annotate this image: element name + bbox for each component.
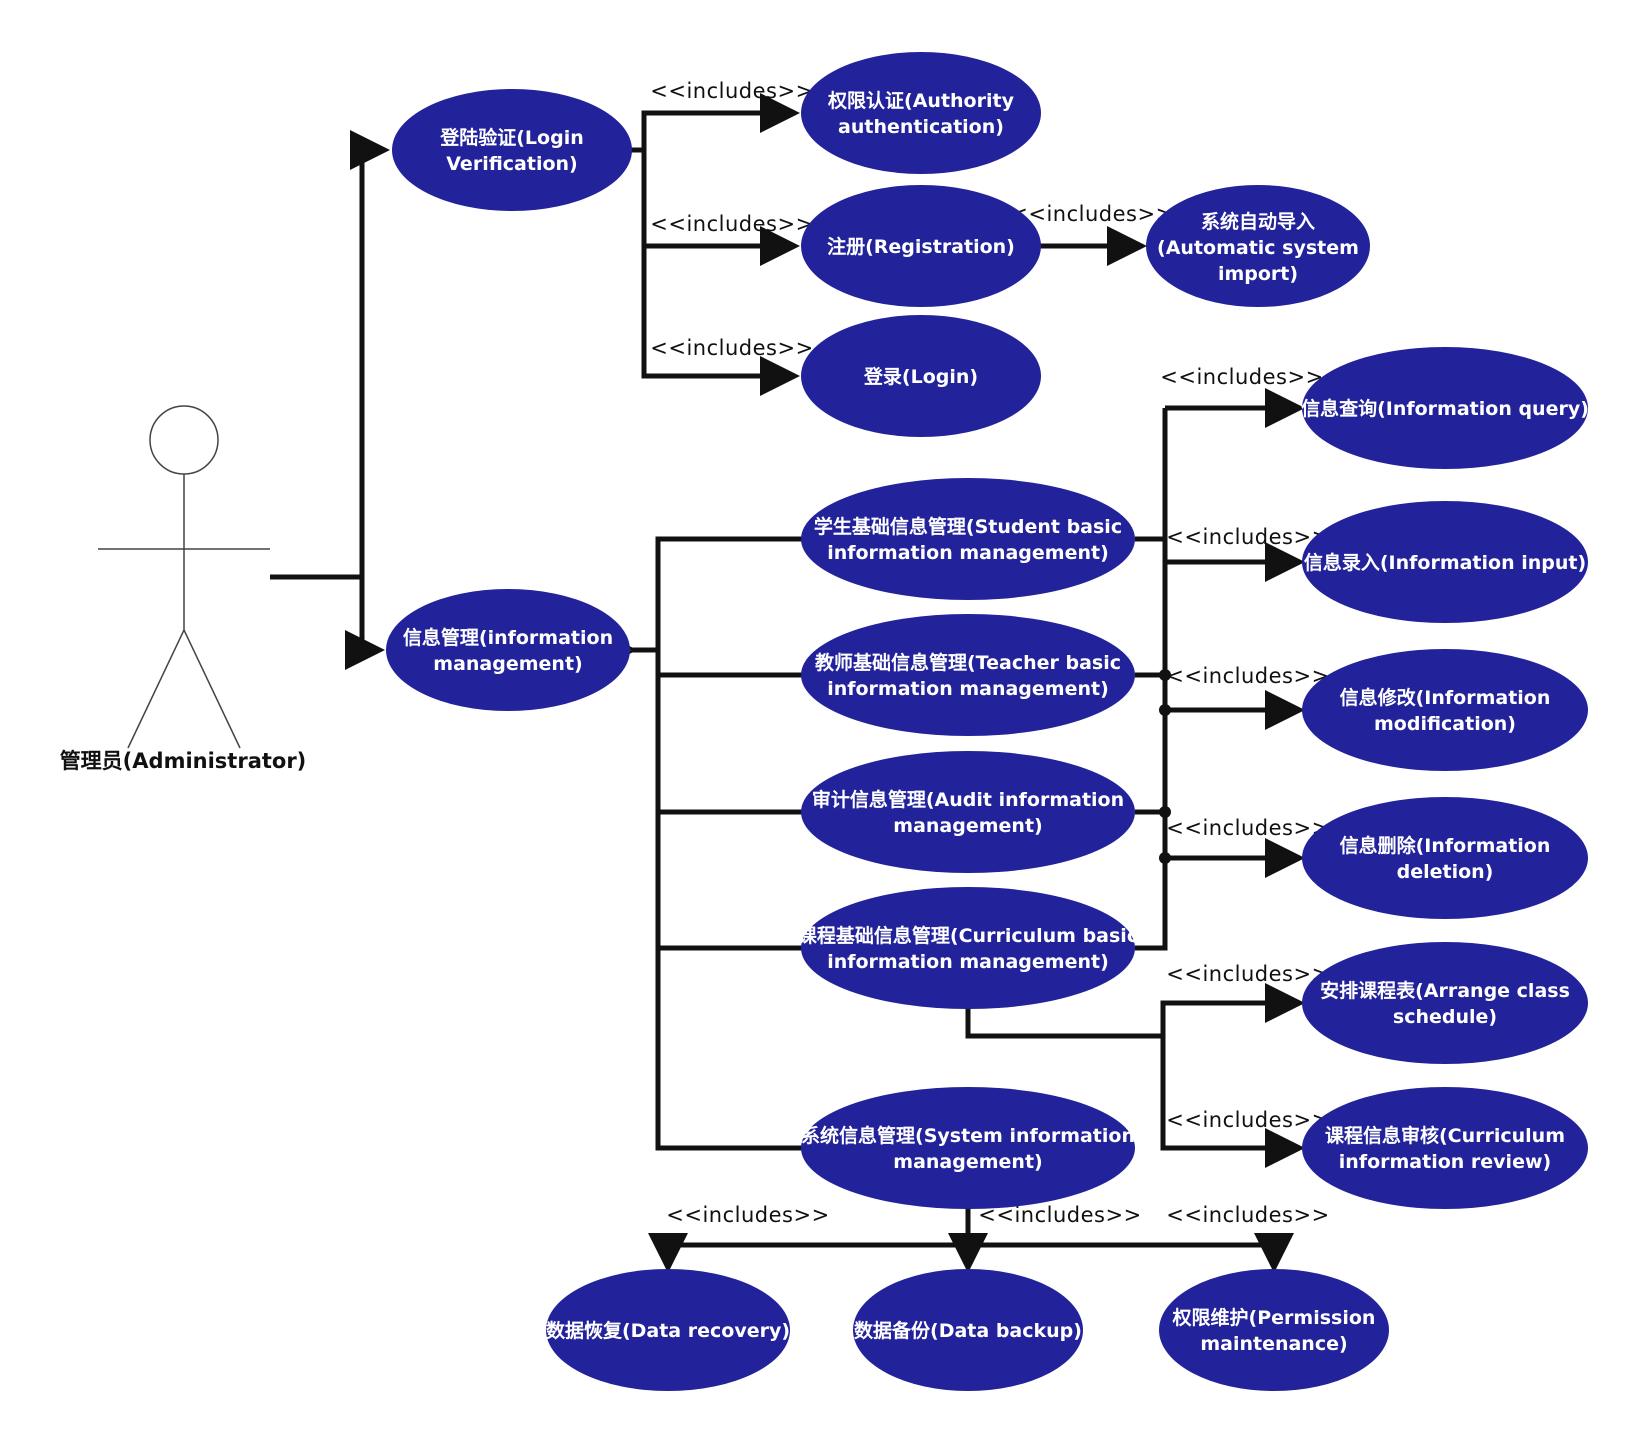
uc-information-management[interactable]: 信息管理(information management) <box>386 589 630 711</box>
includes-labels: <<includes>> <<includes>> <<includes>> <… <box>650 79 1329 1227</box>
uc-label-line: 信息管理(information <box>403 626 613 649</box>
uc-label-line: 安排课程表(Arrange class <box>1320 979 1570 1002</box>
uc-teacher-basic[interactable]: 教师基础信息管理(Teacher basic information manag… <box>801 614 1135 736</box>
connectors <box>270 93 1305 1273</box>
uc-label-line: 教师基础信息管理(Teacher basic <box>815 651 1121 674</box>
uc-label-line: 课程信息审核(Curriculum <box>1325 1124 1565 1147</box>
junction-dot <box>1159 704 1171 716</box>
includes-label: <<includes>> <box>650 79 813 103</box>
uc-label-line: deletion) <box>1397 861 1494 883</box>
uc-label-line: 数据恢复(Data recovery) <box>546 1319 790 1342</box>
actor-label: 管理员(Administrator) <box>60 749 307 773</box>
includes-label: <<includes>> <box>1166 816 1329 840</box>
uc-login-verification[interactable]: 登陆验证(Login Verification) <box>392 89 632 211</box>
includes-label: <<includes>> <box>650 336 813 360</box>
uc-curriculum-review[interactable]: 课程信息审核(Curriculum information review) <box>1302 1087 1588 1209</box>
use-cases: 登陆验证(Login Verification) 权限认证(Authority … <box>386 52 1589 1391</box>
uc-label-line: information management) <box>827 951 1109 973</box>
edge-authority <box>630 93 800 153</box>
includes-label: <<includes>> <box>1166 664 1329 688</box>
uc-label-line: management) <box>893 815 1042 837</box>
uc-info-query[interactable]: 信息查询(Information query) <box>1301 347 1589 469</box>
edge-student-system-bus <box>655 536 805 1151</box>
uc-label-line: 权限认证(Authority <box>827 89 1015 112</box>
edge-login <box>641 246 800 396</box>
edge-actor-information-management <box>345 577 385 670</box>
uc-student-basic[interactable]: 学生基础信息管理(Student basic information manag… <box>801 478 1135 600</box>
includes-label: <<includes>> <box>1166 525 1329 549</box>
includes-label: <<includes>> <box>666 1203 829 1227</box>
uc-arrange-schedule[interactable]: 安排课程表(Arrange class schedule) <box>1302 942 1588 1064</box>
uc-label-line: 审计信息管理(Audit information <box>812 788 1124 811</box>
uc-label-line: modification) <box>1374 713 1516 735</box>
edge-arrange-schedule <box>965 983 1305 1039</box>
uc-label-line: 信息查询(Information query) <box>1301 397 1589 420</box>
uc-info-modification[interactable]: 信息修改(Information modification) <box>1302 649 1588 771</box>
uc-data-recovery[interactable]: 数据恢复(Data recovery) <box>546 1269 790 1391</box>
uc-label-line: 课程基础信息管理(Curriculum basic <box>798 924 1138 947</box>
uc-permission-maintenance[interactable]: 权限维护(Permission maintenance) <box>1159 1269 1389 1391</box>
uc-label-line: 数据备份(Data backup) <box>854 1319 1082 1342</box>
uc-label-line: information management) <box>827 542 1109 564</box>
edge-actor-login-verification <box>270 130 390 580</box>
uc-label-line: 注册(Registration) <box>827 235 1015 258</box>
includes-label: <<includes>> <box>650 212 813 236</box>
uc-label-line: 系统信息管理(System information <box>801 1124 1135 1147</box>
uc-label-line: 登陆验证(Login <box>439 126 583 149</box>
uc-system-info[interactable]: 系统信息管理(System information management) <box>801 1087 1135 1209</box>
includes-label: <<includes>> <box>1166 962 1329 986</box>
uc-audit-info[interactable]: 审计信息管理(Audit information management) <box>801 751 1135 873</box>
edge-crud-bus <box>1135 536 1168 951</box>
uc-label-line: 系统自动导入 <box>1201 210 1315 233</box>
uc-label-line: information management) <box>827 678 1109 700</box>
junction-dot <box>1159 669 1171 681</box>
uc-authority-authentication[interactable]: 权限认证(Authority authentication) <box>801 52 1041 174</box>
uc-label-line: management) <box>893 1151 1042 1173</box>
uc-label-line: information review) <box>1339 1151 1551 1173</box>
uc-label-line: 信息录入(Information input) <box>1304 551 1586 574</box>
includes-label: <<includes>> <box>1160 365 1323 389</box>
includes-label: <<includes>> <box>1166 1203 1329 1227</box>
uc-label-line: import) <box>1218 263 1298 285</box>
includes-label: <<includes>> <box>1166 1108 1329 1132</box>
actor-left-leg <box>127 629 185 749</box>
uc-label-line: 信息修改(Information <box>1340 686 1551 709</box>
actor-right-leg <box>183 629 241 749</box>
includes-label: <<includes>> <box>1010 202 1173 226</box>
uc-label-line: management) <box>433 653 582 675</box>
junction-dot <box>1159 852 1171 864</box>
uc-label-line: 登录(Login) <box>863 365 978 388</box>
uc-info-deletion[interactable]: 信息删除(Information deletion) <box>1302 797 1588 919</box>
administrator-actor: 管理员(Administrator) <box>60 405 307 773</box>
uc-data-backup[interactable]: 数据备份(Data backup) <box>853 1269 1083 1391</box>
uc-label-line: Verification) <box>446 153 577 175</box>
uc-label-line: (Automatic system <box>1157 237 1359 259</box>
uc-label-line: maintenance) <box>1200 1333 1347 1355</box>
uc-registration[interactable]: 注册(Registration) <box>801 185 1041 307</box>
uc-label-line: schedule) <box>1393 1006 1497 1028</box>
junction-dot <box>1159 806 1171 818</box>
uc-automatic-import[interactable]: 系统自动导入 (Automatic system import) <box>1146 185 1370 307</box>
uc-label-line: 信息删除(Information <box>1340 834 1551 857</box>
uc-label-line: authentication) <box>838 116 1004 138</box>
edge-curriculum-review <box>1160 1036 1305 1168</box>
uc-label-line: 学生基础信息管理(Student basic <box>814 515 1122 538</box>
uc-info-input[interactable]: 信息录入(Information input) <box>1302 501 1588 623</box>
uc-login[interactable]: 登录(Login) <box>801 315 1041 437</box>
uc-curriculum-basic[interactable]: 课程基础信息管理(Curriculum basic information ma… <box>798 887 1138 1009</box>
actor-head <box>149 405 219 475</box>
uc-label-line: 权限维护(Permission <box>1172 1306 1376 1329</box>
